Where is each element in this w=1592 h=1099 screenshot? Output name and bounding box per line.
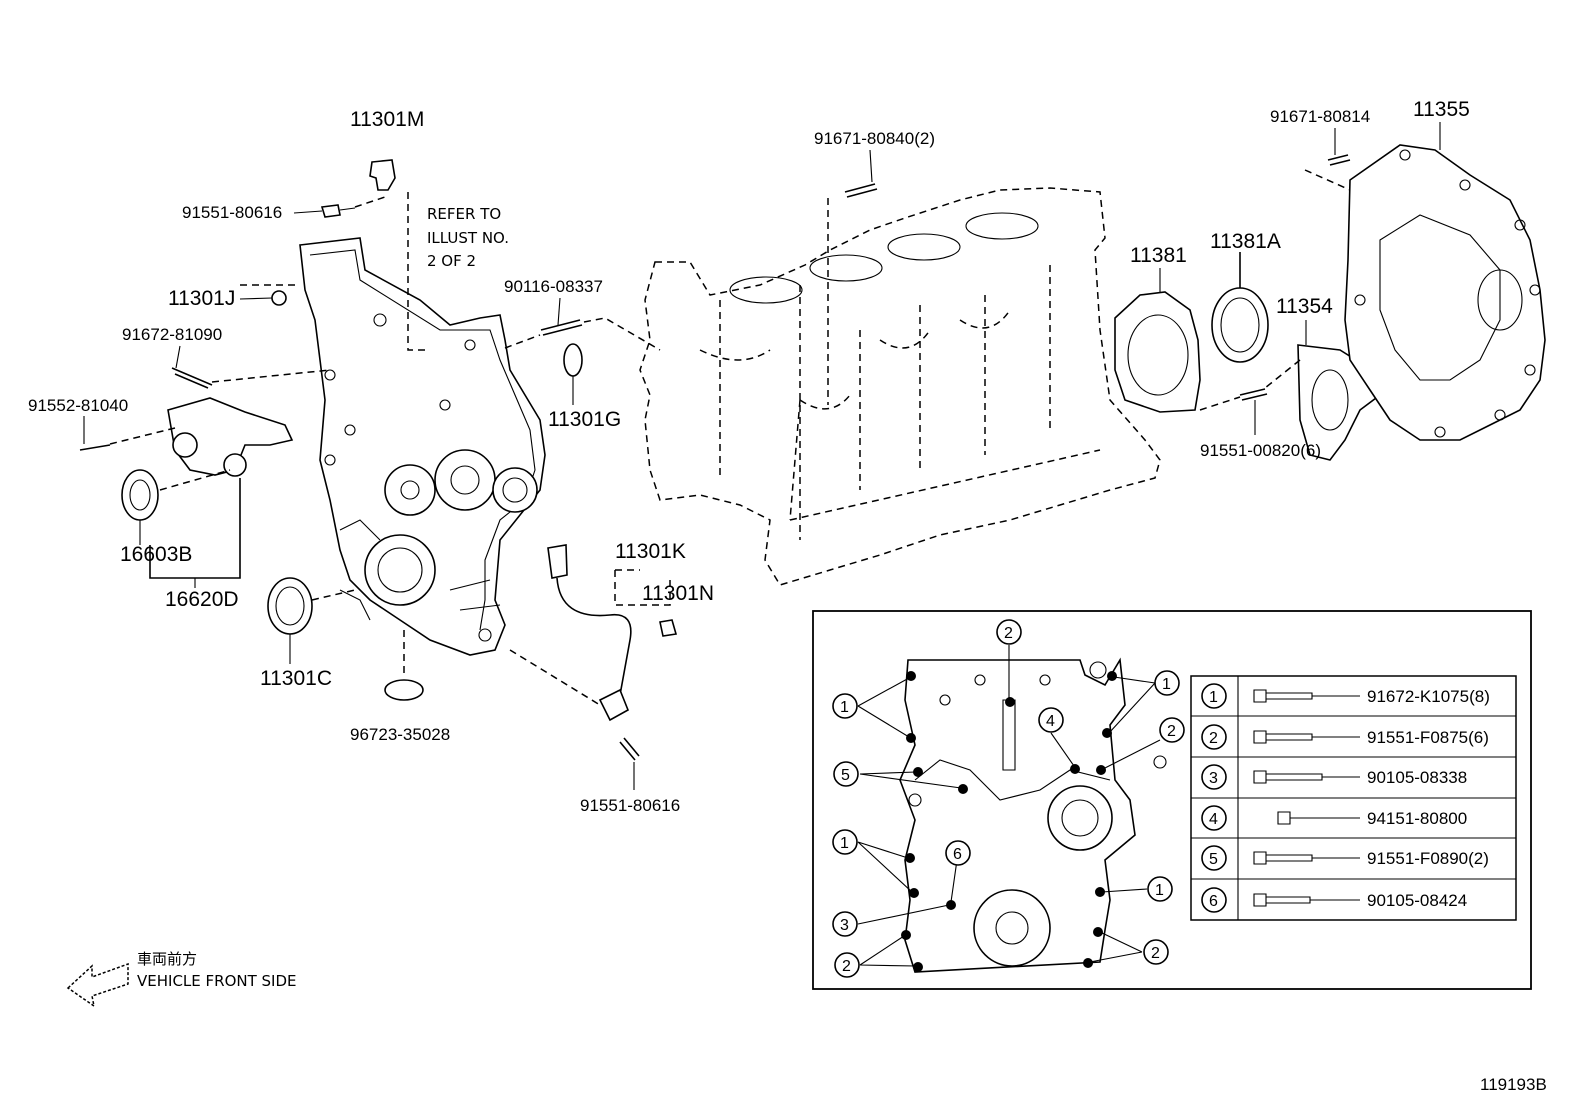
bolt-row-2: 2 91551-F0875(6): [1201, 724, 1489, 750]
label-16603B: 16603B: [120, 543, 192, 566]
bolt-location-inset: 2 1 1 4 2 5 1 6 1 3 2 2 1 9: [812, 610, 1532, 990]
vehicle-front-arrow-icon: [66, 962, 129, 1008]
label-11354: 11354: [1276, 295, 1333, 318]
bolt-row-1-part: 91672-K1075(8): [1367, 687, 1490, 706]
callout-2-c: 2: [1151, 945, 1160, 962]
label-11355: 11355: [1413, 98, 1470, 121]
label-11301C: 11301C: [260, 667, 332, 690]
label-91672-81090: 91672-81090: [122, 325, 222, 344]
oil-seal-retainer-11381: [1114, 291, 1201, 413]
callout-1-b: 1: [1162, 676, 1171, 693]
bolt-row-3: 3 90105-08338: [1201, 764, 1467, 790]
bolt-row-6: 6 90105-08424: [1201, 887, 1467, 913]
bolt-row-6-num: 6: [1209, 893, 1218, 910]
label-90116-08337: 90116-08337: [504, 277, 603, 296]
callout-1-a: 1: [840, 699, 849, 716]
label-11301N: 11301N: [642, 582, 714, 605]
refer-note: REFER TO ILLUST NO. 2 OF 2: [427, 205, 509, 270]
callout-4: 4: [1046, 713, 1055, 730]
oring-96723: [384, 630, 424, 701]
bolt-icon: [1253, 730, 1360, 744]
crank-sensor-11301K: [509, 544, 678, 761]
bolt-91551-00820: [1199, 359, 1301, 411]
bolt-row-4-num: 4: [1209, 811, 1218, 828]
oil-seal-11381A: [1211, 252, 1269, 363]
label-11301G: 11301G: [548, 408, 621, 431]
bolt-row-5-num: 5: [1209, 851, 1218, 868]
label-11381: 11381: [1130, 244, 1187, 267]
label-16620D: 16620D: [165, 588, 239, 611]
end-plate-11355: [1304, 144, 1546, 441]
label-11301J: 11301J: [168, 287, 235, 310]
callout-1-c: 1: [840, 835, 849, 852]
seal-11301C: [267, 577, 356, 635]
stud-90116: [504, 317, 661, 377]
label-91551-80616-top: 91551-80616: [182, 203, 282, 222]
bolt-row-4: 4 94151-80800: [1201, 805, 1467, 831]
bolt-row-2-num: 2: [1209, 730, 1218, 747]
bolt-icon: [1253, 770, 1360, 784]
callout-3: 3: [840, 917, 849, 934]
bolt-icon: [1253, 893, 1360, 907]
label-91671-80814: 91671-80814: [1270, 107, 1370, 126]
callout-2-d: 2: [842, 958, 851, 975]
refer-line-2: ILLUST NO.: [427, 229, 509, 247]
bolt-icon: [1253, 689, 1360, 703]
bolt-row-2-part: 91551-F0875(6): [1367, 728, 1489, 747]
label-96723-35028: 96723-35028: [350, 725, 450, 744]
vehicle-front-jp: 車両前方: [137, 950, 197, 968]
bolt-row-4-part: 94151-80800: [1367, 809, 1467, 828]
callout-2-b: 2: [1167, 723, 1176, 740]
label-91671-80840: 91671-80840(2): [814, 129, 935, 148]
bolt-icon: [1253, 851, 1360, 865]
callout-6: 6: [953, 846, 962, 863]
callout-1-d: 1: [1155, 882, 1164, 899]
refer-line-1: REFER TO: [427, 205, 501, 223]
diagram-id: 119193B: [1480, 1075, 1547, 1094]
vehicle-front-en: VEHICLE FRONT SIDE: [137, 972, 297, 990]
label-11301M: 11301M: [350, 108, 424, 131]
bolt-table: 1 91672-K1075(8) 2 91551-F0875(6) 3 9010…: [1190, 675, 1517, 921]
label-91552-81040: 91552-81040: [28, 396, 128, 415]
bolt-row-3-num: 3: [1209, 770, 1218, 787]
label-11301K: 11301K: [615, 540, 686, 563]
bolt-row-5: 5 91551-F0890(2): [1201, 845, 1489, 871]
bolt-row-5-part: 91551-F0890(2): [1367, 849, 1489, 868]
label-91551-80616-bottom: 91551-80616: [580, 796, 680, 815]
bolt-row-1-num: 1: [1209, 689, 1218, 706]
bolts-91671-80840: [827, 183, 878, 405]
callout-2-top: 2: [1004, 625, 1013, 642]
timing-chain-cover: [299, 237, 546, 656]
part-labels: 11301M 91551-80616 11301J 91672-81090 91…: [28, 98, 1470, 815]
bolt-row-6-part: 90105-08424: [1367, 891, 1467, 910]
vehicle-front-indicator: 車両前方 VEHICLE FRONT SIDE: [66, 950, 297, 1008]
nut-icon: [1277, 811, 1360, 825]
engine-block-outline: [639, 187, 1161, 586]
label-11381A: 11381A: [1210, 230, 1281, 253]
label-91551-00820: 91551-00820(6): [1200, 441, 1321, 460]
inset-callouts: 2 1 1 4 2 5 1 6 1 3 2 2: [832, 619, 1185, 978]
cam-sensor-11301M: [320, 159, 430, 351]
bolt-row-3-part: 90105-08338: [1367, 768, 1467, 787]
bolt-row-1: 1 91672-K1075(8): [1201, 683, 1490, 709]
callout-5: 5: [841, 767, 850, 784]
refer-line-3: 2 OF 2: [427, 252, 476, 270]
